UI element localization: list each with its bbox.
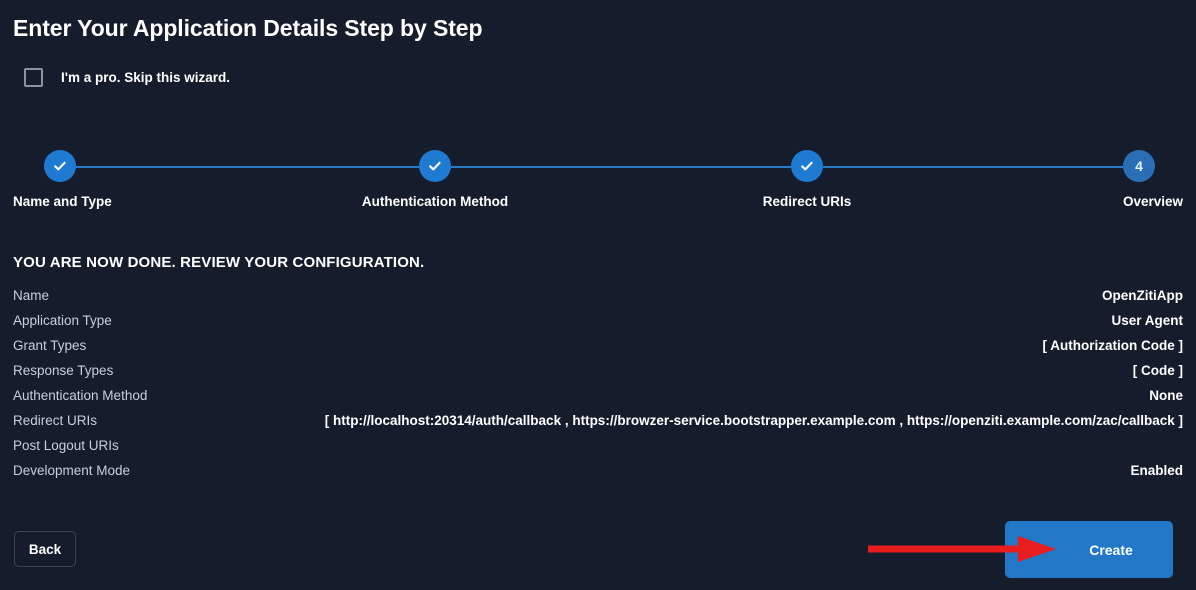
summary-value-redirect-uris: [ http://localhost:20314/auth/callback ,… bbox=[324, 413, 1183, 428]
summary-row: Development Mode Enabled bbox=[13, 463, 1183, 488]
summary-label-grant-types: Grant Types bbox=[13, 338, 87, 353]
summary-row: Post Logout URIs bbox=[13, 438, 1183, 463]
summary-label-development-mode: Development Mode bbox=[13, 463, 131, 478]
summary-label-post-logout-uris: Post Logout URIs bbox=[13, 438, 119, 453]
summary-row: Redirect URIs [ http://localhost:20314/a… bbox=[13, 413, 1183, 438]
summary-row: Grant Types [ Authorization Code ] bbox=[13, 338, 1183, 363]
create-button-label: Create bbox=[1089, 541, 1133, 558]
summary-row: Authentication Method None bbox=[13, 388, 1183, 413]
summary-value-development-mode: Enabled bbox=[1130, 463, 1183, 478]
check-icon bbox=[801, 161, 813, 171]
step-4-circle[interactable]: 4 bbox=[1123, 150, 1155, 182]
review-heading: YOU ARE NOW DONE. REVIEW YOUR CONFIGURAT… bbox=[13, 254, 425, 271]
stepper-label-2: Authentication Method bbox=[361, 194, 509, 209]
check-icon bbox=[429, 161, 441, 171]
summary-value-response-types: [ Code ] bbox=[1132, 363, 1183, 378]
skip-wizard-row[interactable]: I'm a pro. Skip this wizard. bbox=[24, 68, 230, 87]
back-button-label: Back bbox=[28, 541, 62, 557]
stepper-label-4: Overview bbox=[1122, 194, 1183, 209]
skip-wizard-checkbox[interactable] bbox=[24, 68, 43, 87]
summary-value-grant-types: [ Authorization Code ] bbox=[1042, 338, 1183, 353]
summary-label-redirect-uris: Redirect URIs bbox=[13, 413, 98, 428]
skip-wizard-label: I'm a pro. Skip this wizard. bbox=[61, 70, 230, 85]
summary-label-response-types: Response Types bbox=[13, 363, 114, 378]
stepper-label-3: Redirect URIs bbox=[762, 194, 852, 209]
summary-value-application-type: User Agent bbox=[1111, 313, 1183, 328]
step-1-circle[interactable] bbox=[44, 150, 76, 182]
step-2-circle[interactable] bbox=[419, 150, 451, 182]
summary-value-name: OpenZitiApp bbox=[1102, 288, 1183, 303]
configuration-summary: Name OpenZitiApp Application Type User A… bbox=[13, 288, 1183, 488]
step-4-number: 4 bbox=[1135, 158, 1143, 174]
page-title: Enter Your Application Details Step by S… bbox=[13, 15, 483, 41]
back-button[interactable]: Back bbox=[14, 531, 76, 567]
step-connector-3-4 bbox=[823, 166, 1123, 168]
summary-label-name: Name bbox=[13, 288, 50, 303]
step-connector-2-3 bbox=[451, 166, 791, 168]
wizard-stepper: Name and Type Authentication Method Redi… bbox=[0, 150, 1196, 220]
summary-row: Application Type User Agent bbox=[13, 313, 1183, 338]
summary-value-authentication-method: None bbox=[1149, 388, 1183, 403]
summary-row: Response Types [ Code ] bbox=[13, 363, 1183, 388]
summary-label-application-type: Application Type bbox=[13, 313, 112, 328]
summary-row: Name OpenZitiApp bbox=[13, 288, 1183, 313]
create-button[interactable]: Create bbox=[1005, 521, 1173, 578]
check-icon bbox=[54, 161, 66, 171]
step-connector-1-2 bbox=[76, 166, 419, 168]
step-3-circle[interactable] bbox=[791, 150, 823, 182]
stepper-label-1: Name and Type bbox=[13, 194, 112, 209]
summary-label-authentication-method: Authentication Method bbox=[13, 388, 148, 403]
